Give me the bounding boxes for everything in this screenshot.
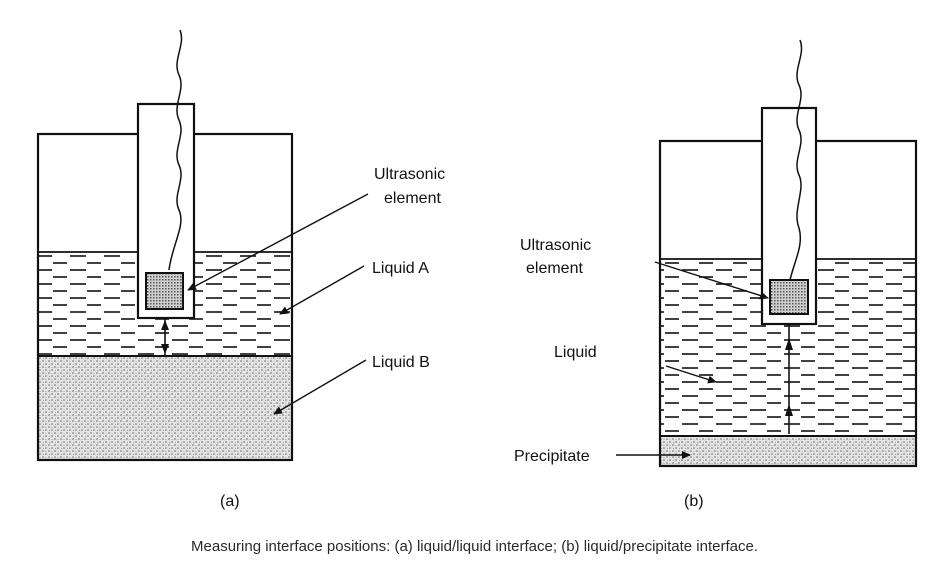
beam-arrow-down-a bbox=[161, 344, 169, 354]
panel-label-b: (b) bbox=[684, 493, 704, 510]
label-liquid: Liquid bbox=[554, 344, 597, 361]
beam-arrow-up-b2 bbox=[785, 404, 793, 416]
label-ultrasonic-a-line1: Ultrasonic bbox=[374, 166, 445, 183]
leader-element-b bbox=[654, 261, 769, 300]
leader-element-a bbox=[187, 193, 369, 291]
label-ultrasonic-a-line2: element bbox=[384, 190, 441, 207]
label-ultrasonic-b-line1: Ultrasonic bbox=[520, 237, 591, 254]
label-liquid-b: Liquid B bbox=[372, 354, 430, 371]
precipitate-region bbox=[660, 436, 916, 466]
label-liquid-a: Liquid A bbox=[372, 260, 429, 277]
leader-liquid-b bbox=[665, 365, 717, 384]
cable-a bbox=[168, 29, 183, 271]
liquid-b-region bbox=[38, 356, 292, 460]
ultrasonic-element-a bbox=[145, 272, 184, 310]
label-precipitate: Precipitate bbox=[514, 448, 590, 465]
leader-liquid-b bbox=[273, 359, 367, 415]
beam-arrow-up-a bbox=[161, 320, 169, 330]
ultrasonic-element-b bbox=[769, 279, 809, 315]
leader-liquid-a bbox=[279, 265, 365, 315]
label-ultrasonic-b-line2: element bbox=[526, 260, 583, 277]
panel-label-a: (a) bbox=[220, 493, 240, 510]
panel-a: Ultrasonic element Liquid A Liquid B (a) bbox=[36, 29, 445, 510]
panel-b: Ultrasonic element Liquid Precipitate (b… bbox=[514, 39, 918, 510]
cable-b bbox=[789, 39, 803, 281]
figure-caption: Measuring interface positions: (a) liqui… bbox=[191, 538, 758, 555]
beam-arrow-up-b bbox=[785, 338, 793, 350]
